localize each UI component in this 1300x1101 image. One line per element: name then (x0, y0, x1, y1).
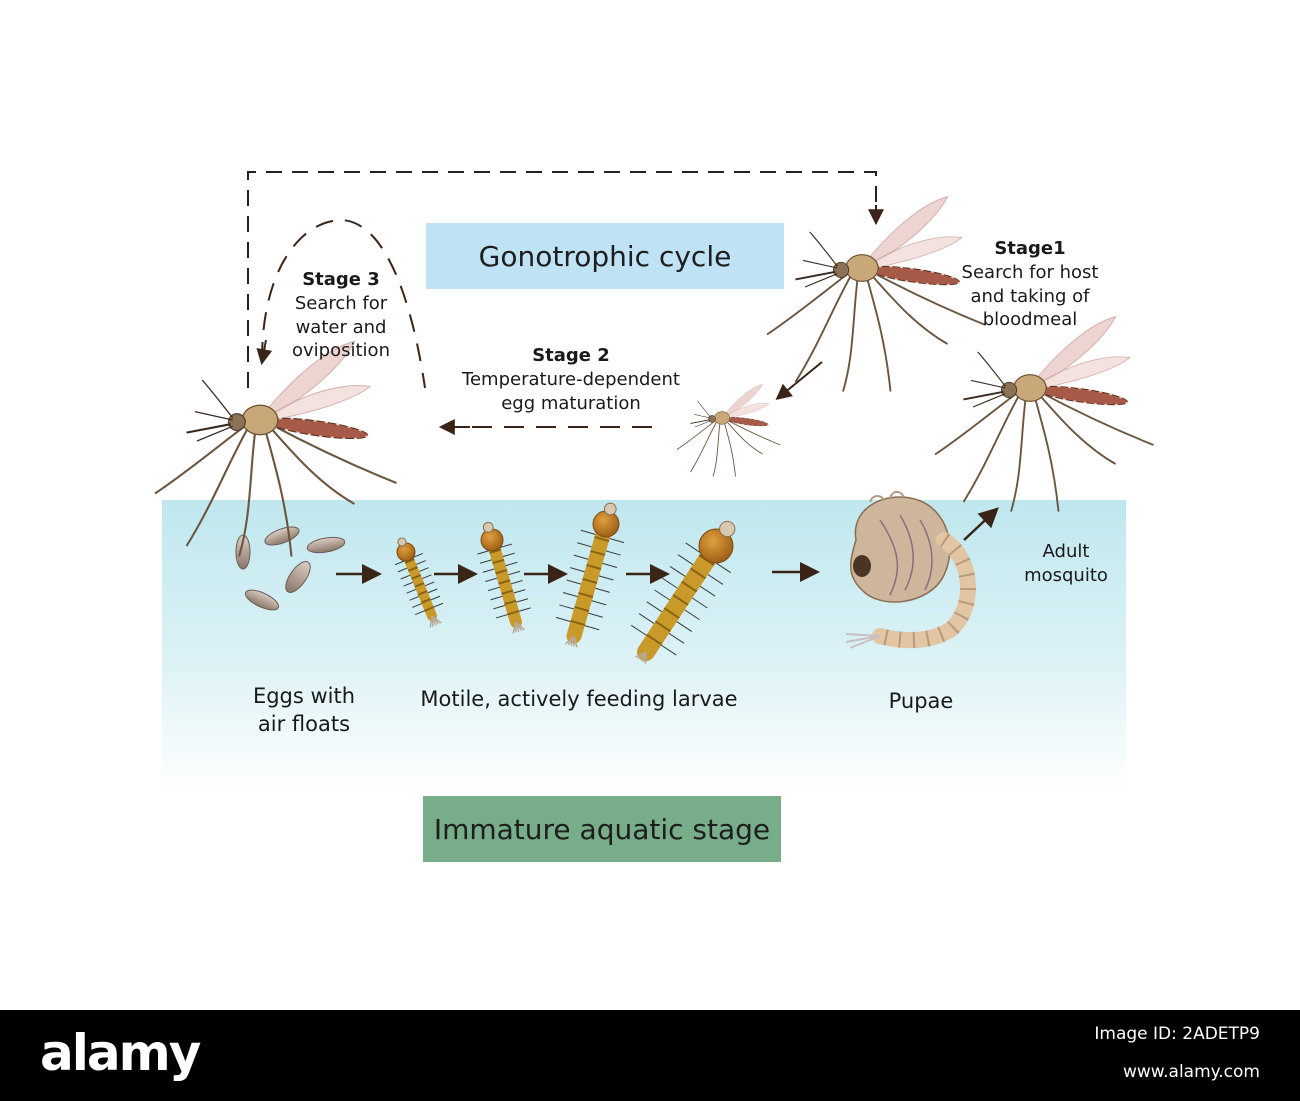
pupae-text: Pupae (888, 689, 954, 713)
diagram-graphics (154, 171, 1154, 790)
arrow-to-small-mosquito (775, 361, 823, 401)
stage3-heading: Stage 3 (302, 269, 380, 290)
mosquito-adult-icon (934, 316, 1154, 512)
brand-logo: alamy (40, 1024, 201, 1082)
site-url-text: www.alamy.com (1122, 1062, 1260, 1082)
stage2-line1: Temperature-dependent (462, 368, 680, 390)
larva-2-icon (477, 521, 531, 634)
gonotrophic-cycle-title: Gonotrophic cycle (426, 223, 784, 289)
eggs-icon (235, 526, 346, 611)
aquatic-stage-text: Immature aquatic stage (433, 812, 771, 846)
gonotrophic-cycle-text: Gonotrophic cycle (478, 239, 732, 273)
dashed-cycle-loop (247, 171, 877, 388)
stage3-line1: Search for (294, 292, 388, 314)
larva-1-icon (394, 537, 444, 628)
stage3-arrow (256, 339, 273, 366)
footer-bar: alamy Image ID: 2ADETP9 www.alamy.com (0, 1010, 1300, 1101)
larvae-label: Motile, actively feeding larvae (404, 686, 754, 714)
eggs-line1: Eggs with (252, 684, 356, 708)
stage2-heading: Stage 2 (532, 345, 610, 366)
stage1-line2: and taking of (970, 285, 1090, 307)
pupae-label: Pupae (866, 688, 976, 716)
aquatic-stage-title: Immature aquatic stage (423, 796, 781, 862)
mosquito-life-cycle-diagram: Gonotrophic cycle Immature aquatic stage… (154, 171, 1154, 862)
larva-4-icon (630, 520, 736, 664)
stage2-label: Stage 2 Temperature-dependent egg matura… (446, 344, 696, 415)
stage3-label: Stage 3 Search for water and oviposition (270, 268, 412, 363)
stage3-line2: water and (295, 316, 387, 338)
arrow-pupa-to-adult (963, 507, 999, 541)
larvae-group (394, 502, 736, 664)
stage1-line3: bloodmeal (982, 309, 1078, 331)
adult-line1: Adult (1042, 541, 1090, 562)
stage2-line2: egg maturation (501, 392, 641, 414)
mosquito-small-icon (676, 383, 781, 477)
larva-3-icon (555, 502, 625, 648)
image-id-text: Image ID: 2ADETP9 (1094, 1024, 1260, 1044)
stage1-heading: Stage1 (994, 238, 1066, 259)
mosquito-stage1-icon (766, 196, 986, 392)
stage1-label: Stage1 Search for host and taking of blo… (950, 237, 1110, 332)
larvae-text: Motile, actively feeding larvae (420, 687, 738, 711)
mosquito-stage3-icon (154, 340, 397, 557)
eggs-label: Eggs with air floats (234, 683, 374, 738)
adult-line2: mosquito (1024, 564, 1108, 586)
stage3-line3: oviposition (292, 340, 390, 362)
stage1-line1: Search for host (961, 261, 1099, 283)
pupa-icon (845, 490, 977, 649)
stage3-dashed-arc (261, 218, 426, 389)
adult-label: Adult mosquito (1006, 540, 1126, 588)
eggs-line2: air floats (257, 711, 351, 736)
